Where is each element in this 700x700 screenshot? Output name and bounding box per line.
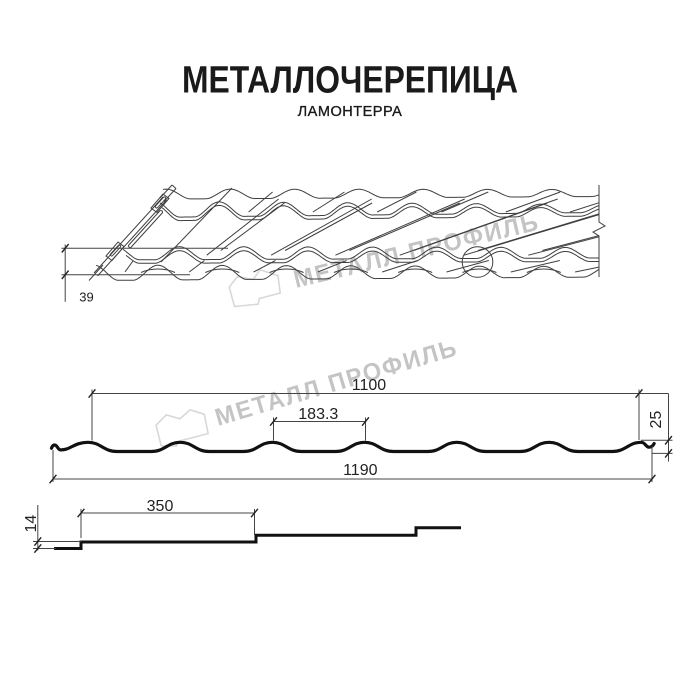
svg-text:183.3: 183.3 — [298, 406, 338, 423]
svg-text:39: 39 — [79, 290, 93, 305]
svg-text:25: 25 — [648, 411, 665, 429]
svg-text:350: 350 — [147, 498, 174, 515]
svg-text:ЛАМОНТЕРРА: ЛАМОНТЕРРА — [298, 104, 403, 120]
svg-text:1190: 1190 — [343, 462, 378, 479]
svg-text:1100: 1100 — [352, 377, 387, 394]
svg-text:14: 14 — [23, 515, 40, 533]
svg-text:МЕТАЛЛОЧЕРЕПИЦА: МЕТАЛЛОЧЕРЕПИЦА — [182, 59, 518, 101]
